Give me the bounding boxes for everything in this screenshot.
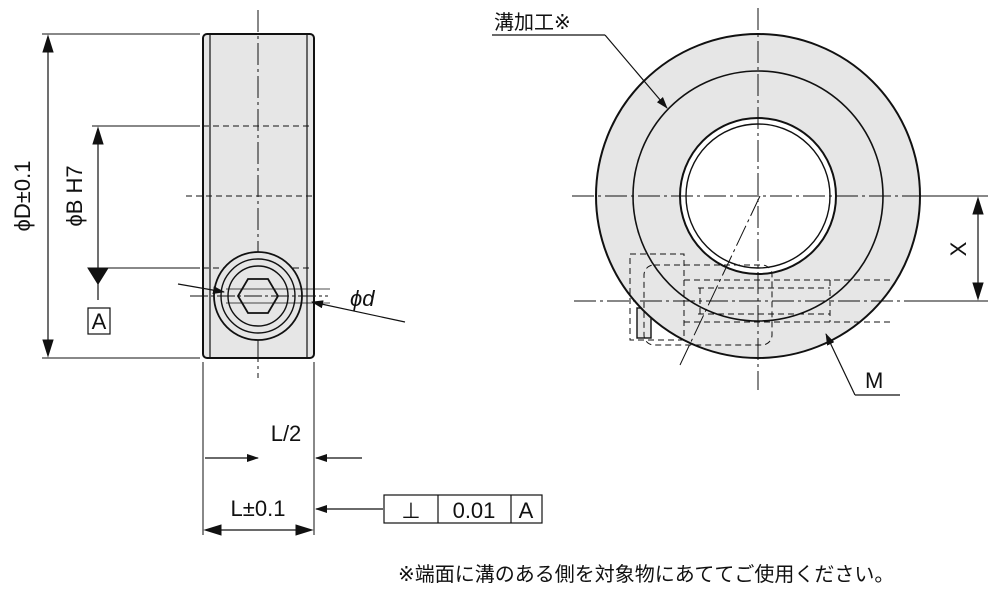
datum-box <box>87 307 111 335</box>
label-phi-B: ϕB H7 <box>62 165 87 226</box>
label-phi-D: ϕD±0.1 <box>10 161 35 232</box>
side-view <box>177 10 406 378</box>
dim-phi-B <box>87 125 200 300</box>
label-L: L±0.1 <box>231 496 286 521</box>
front-view <box>492 8 988 396</box>
label-m: M <box>865 368 883 393</box>
label-groove: 溝加工※ <box>494 10 571 34</box>
dim-L <box>202 362 383 536</box>
label-half-L: L/2 <box>271 421 302 446</box>
label-phi-d: ϕd <box>350 286 375 311</box>
tolerance-value: 0.01 <box>453 498 496 523</box>
dim-phi-D <box>42 33 200 359</box>
footnote: ※端面に溝のある側を対象物にあててご使用ください。 <box>398 562 895 586</box>
perpendicularity-icon: ⊥ <box>401 498 420 523</box>
tolerance-datum: A <box>519 498 534 523</box>
datum-label: A <box>92 309 107 334</box>
tolerance-frame <box>383 494 543 524</box>
dia-d-leader <box>311 300 406 323</box>
label-x: X <box>946 241 971 256</box>
